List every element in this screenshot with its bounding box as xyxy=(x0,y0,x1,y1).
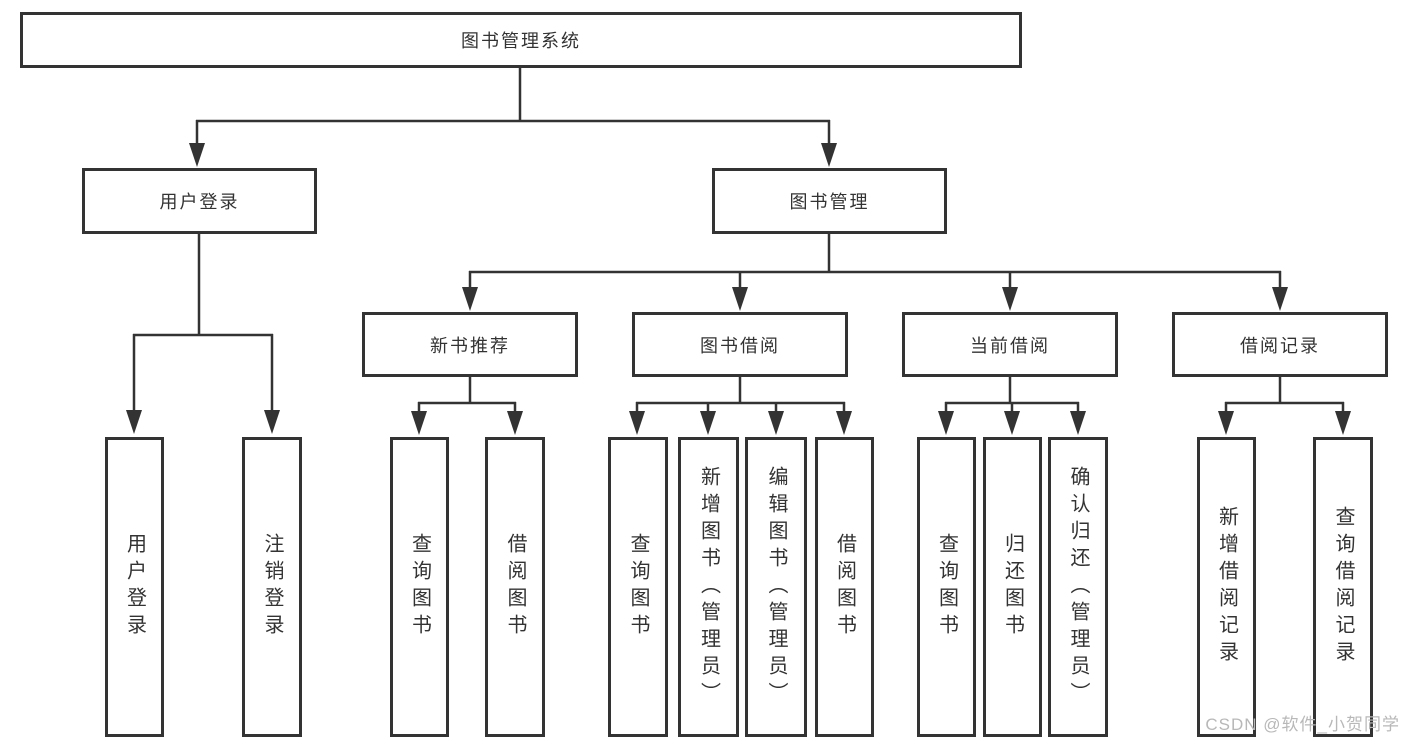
leaf-query-borrow-record: 查询借阅记录 xyxy=(1313,437,1373,737)
leaf-add-borrow-record: 新增借阅记录 xyxy=(1197,437,1256,737)
leaf-user-login-label: 用户登录 xyxy=(123,533,146,641)
leaf-query-books-borrow-label: 查询图书 xyxy=(627,533,649,641)
leaf-return-books: 归还图书 xyxy=(983,437,1042,737)
leaf-edit-books-admin-label: 编辑图书（管理员） xyxy=(765,465,787,709)
node-current-borrow-label: 当前借阅 xyxy=(970,335,1050,356)
node-new-book-recommend: 新书推荐 xyxy=(362,312,578,377)
leaf-logout-label: 注销登录 xyxy=(261,533,283,641)
leaf-query-books-recommend-label: 查询图书 xyxy=(408,533,431,641)
node-current-borrow: 当前借阅 xyxy=(902,312,1118,377)
node-borrow-records: 借阅记录 xyxy=(1172,312,1388,377)
leaf-add-books-admin: 新增图书（管理员） xyxy=(678,437,739,737)
node-new-book-recommend-label: 新书推荐 xyxy=(430,335,510,356)
leaf-add-borrow-record-label: 新增借阅记录 xyxy=(1215,506,1238,668)
leaf-query-borrow-record-label: 查询借阅记录 xyxy=(1332,506,1354,668)
leaf-query-books-recommend: 查询图书 xyxy=(390,437,449,737)
leaf-add-books-admin-label: 新增图书（管理员） xyxy=(697,465,720,709)
node-root-label: 图书管理系统 xyxy=(461,31,581,51)
leaf-confirm-return-admin: 确认归还（管理员） xyxy=(1048,437,1108,737)
node-book-management: 图书管理 xyxy=(712,168,947,234)
leaf-borrow-books-recommend-label: 借阅图书 xyxy=(504,533,526,641)
node-root: 图书管理系统 xyxy=(20,12,1022,68)
node-user-login: 用户登录 xyxy=(82,168,317,234)
leaf-query-books-borrow: 查询图书 xyxy=(608,437,668,737)
leaf-return-books-label: 归还图书 xyxy=(1001,533,1024,641)
node-book-borrow-label: 图书借阅 xyxy=(700,335,780,356)
node-book-management-label: 图书管理 xyxy=(789,192,870,212)
leaf-query-books-current: 查询图书 xyxy=(917,437,976,737)
leaf-borrow-books: 借阅图书 xyxy=(815,437,874,737)
leaf-borrow-books-label: 借阅图书 xyxy=(833,533,856,641)
leaf-user-login: 用户登录 xyxy=(105,437,164,737)
node-borrow-records-label: 借阅记录 xyxy=(1240,335,1320,356)
leaf-borrow-books-recommend: 借阅图书 xyxy=(485,437,545,737)
leaf-logout: 注销登录 xyxy=(242,437,302,737)
node-user-login-label: 用户登录 xyxy=(159,192,240,212)
node-book-borrow: 图书借阅 xyxy=(632,312,848,377)
leaf-confirm-return-admin-label: 确认归还（管理员） xyxy=(1067,465,1089,709)
leaf-edit-books-admin: 编辑图书（管理员） xyxy=(745,437,807,737)
leaf-query-books-current-label: 查询图书 xyxy=(935,533,958,641)
watermark-text: CSDN @软件_小贺同学 xyxy=(1205,715,1400,734)
